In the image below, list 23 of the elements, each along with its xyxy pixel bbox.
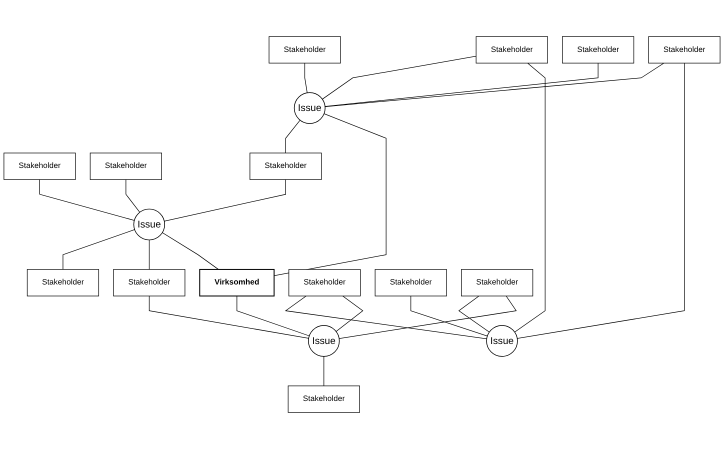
connector [236,296,310,336]
connector [322,56,476,100]
node-circle: Issue [133,208,166,240]
connector [39,179,135,221]
connector [274,113,386,276]
connector [410,296,488,336]
connector [304,62,308,94]
node-circle: Issue [294,92,326,124]
connector [62,229,135,270]
connector [285,120,300,154]
connector [338,296,517,339]
connector [324,62,598,107]
connector [148,240,150,270]
node-circle: Issue [486,325,518,357]
connector [126,179,140,213]
connector [324,62,664,107]
connector [164,179,286,222]
connector [514,62,546,332]
connector [162,232,219,270]
connector [516,62,685,339]
node-circle: Issue [308,325,340,357]
connector [148,296,309,339]
connector [284,296,488,340]
